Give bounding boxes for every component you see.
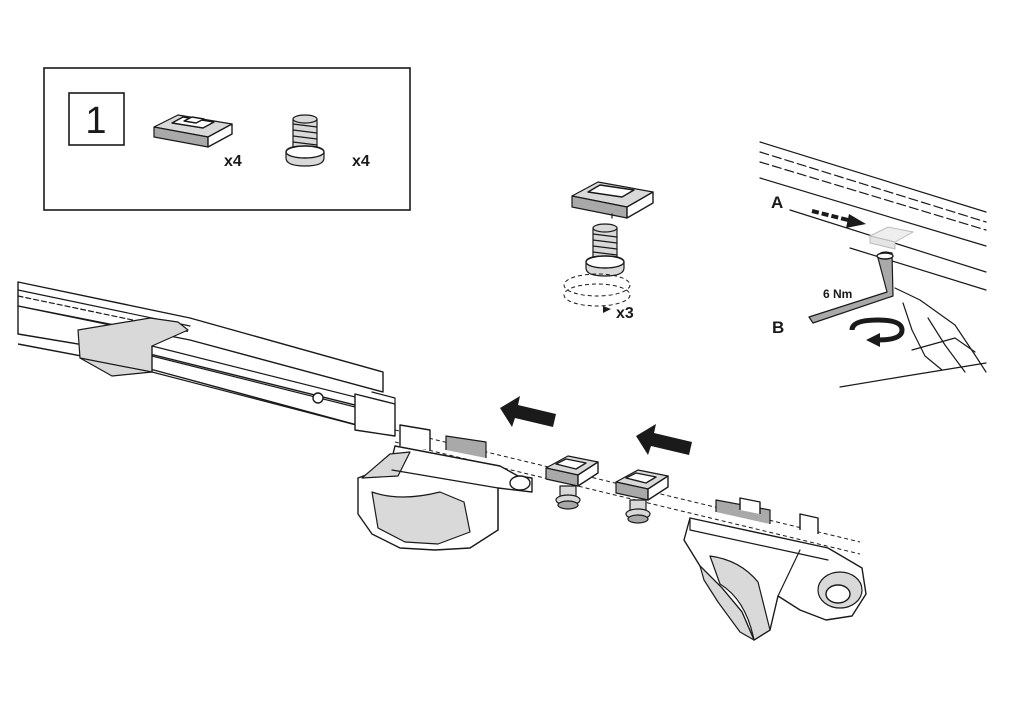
slot-nut-with-bolt — [615, 469, 669, 524]
bolt-quantity: x4 — [352, 153, 370, 170]
label-b: B — [772, 318, 784, 337]
direction-arrow-icon — [500, 396, 556, 427]
direction-arrow-icon — [636, 424, 692, 455]
foot-left — [357, 424, 533, 551]
foot-right — [683, 497, 867, 641]
label-a: A — [771, 193, 783, 212]
bolt-icon — [285, 114, 325, 167]
exploded-bolt — [585, 223, 625, 277]
allen-key-icon — [808, 251, 894, 324]
slot-nut-icon — [153, 114, 233, 148]
slot-nut-with-bolt — [545, 455, 599, 510]
rotation-arrow-icon — [563, 273, 631, 313]
step-number-box — [68, 92, 125, 146]
exploded-slot-nut — [571, 181, 654, 219]
roof-bar — [17, 281, 396, 437]
slot-nut-quantity: x4 — [224, 153, 242, 170]
parts-list-box: 1 x4 x4 — [43, 67, 411, 211]
torque-label: 6 Nm — [823, 287, 852, 301]
rotation-quantity: x3 — [616, 305, 634, 322]
tighten-arrow-icon — [849, 317, 905, 347]
step-number: 1 — [85, 100, 106, 142]
detail-inset: A B 6 Nm — [759, 141, 987, 388]
